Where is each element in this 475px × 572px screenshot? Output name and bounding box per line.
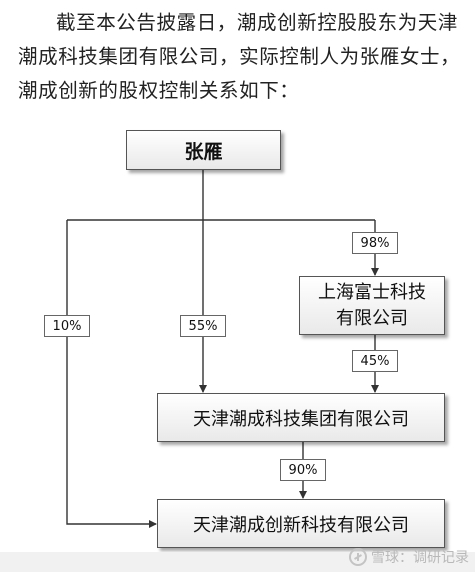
node-person: 张雁 (126, 130, 281, 170)
arrow-person-to-innovation (66, 220, 157, 528)
edge-label-10: 10% (44, 315, 90, 337)
node-shanghai-company: 上海富士科技 有限公司 (299, 276, 445, 335)
node-innovation-label: 天津潮成创新科技有限公司 (193, 514, 409, 536)
node-innovation-company: 天津潮成创新科技有限公司 (157, 499, 445, 548)
snowball-logo-icon (349, 548, 367, 566)
edge-label-10-text: 10% (52, 318, 82, 334)
node-shanghai-label: 上海富士科技 有限公司 (318, 281, 426, 329)
edge-label-98: 98% (352, 232, 398, 254)
intro-paragraph: 截至本公告披露日，潮成创新控股股东为天津潮成科技集团有限公司，实际控制人为张雁女… (18, 6, 466, 108)
node-person-label: 张雁 (184, 140, 223, 163)
edge-label-90: 90% (280, 459, 326, 481)
edge-label-45-text: 45% (360, 353, 390, 369)
intro-text: 截至本公告披露日，潮成创新控股股东为天津潮成科技集团有限公司，实际控制人为张雁女… (18, 11, 461, 102)
node-group-company: 天津潮成科技集团有限公司 (157, 393, 445, 442)
edge-label-45: 45% (352, 350, 398, 372)
edge-label-98-text: 98% (360, 235, 390, 251)
node-group-label: 天津潮成科技集团有限公司 (193, 408, 409, 430)
watermark-text: 雪球：调研记录 (371, 550, 469, 566)
watermark: 雪球：调研记录 (349, 547, 469, 567)
edge-label-90-text: 90% (288, 462, 318, 478)
edge-label-55-text: 55% (188, 318, 218, 334)
edge-label-55: 55% (180, 315, 226, 337)
